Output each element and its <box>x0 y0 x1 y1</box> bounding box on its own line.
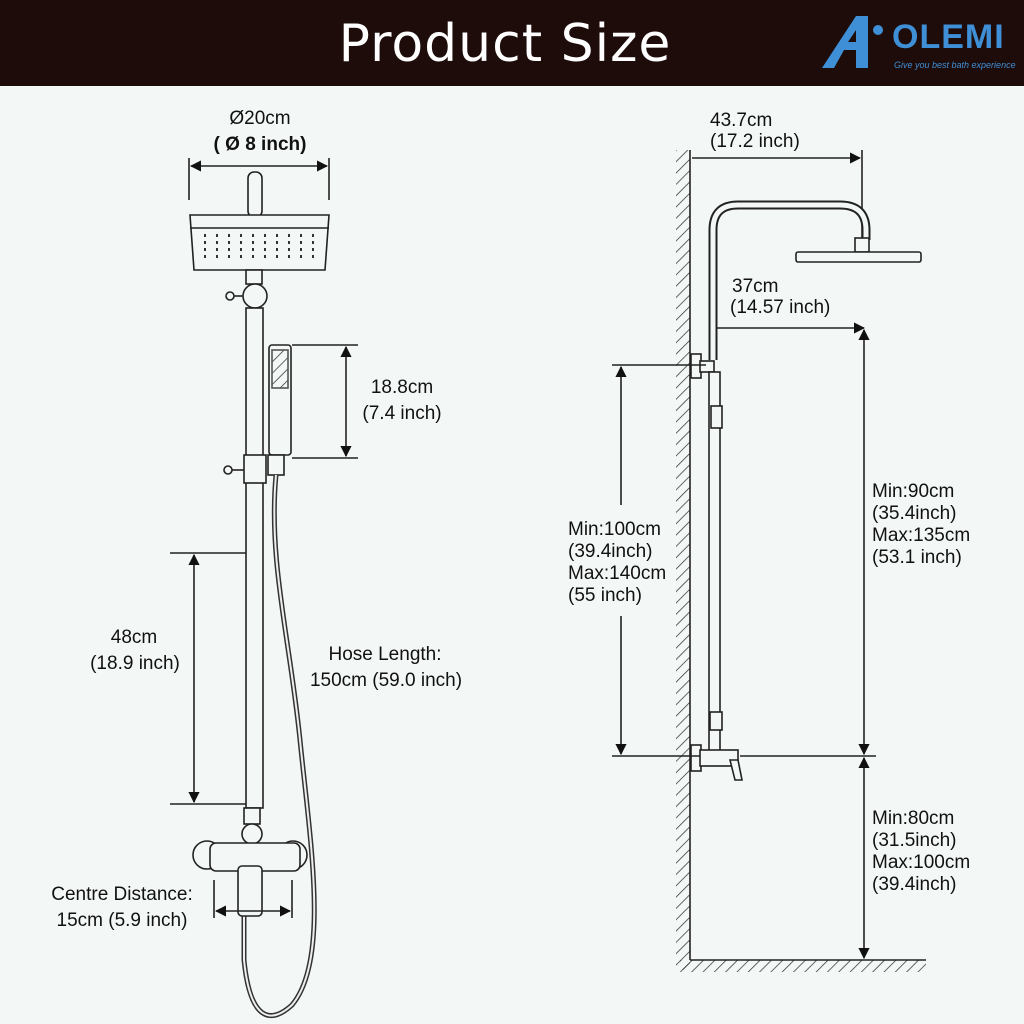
mount-max-label: Max:140cm <box>568 563 667 584</box>
floor-max-in-label: (39.4inch) <box>872 874 957 895</box>
centre-distance-value: 15cm (5.9 inch) <box>56 910 188 931</box>
handheld-in-label: (7.4 inch) <box>362 403 442 424</box>
brand-tagline: Give you best bath experience <box>894 60 1016 70</box>
brand-logo-text: OLEMI <box>892 18 1005 56</box>
pipe-max-in-label: (53.1 inch) <box>872 547 962 568</box>
pipe-min-label: Min:90cm <box>872 481 955 502</box>
centre-distance-label: Centre Distance: <box>51 884 193 905</box>
hose-length-value: 150cm (59.0 inch) <box>309 670 463 691</box>
slide-cm-label: 48cm <box>110 627 158 648</box>
pipe-max-label: Max:135cm <box>872 525 971 546</box>
brand-logo-icon <box>822 16 883 68</box>
head-diameter-in-label: ( Ø 8 inch) <box>213 134 307 155</box>
hose-length-label: Hose Length: <box>328 644 442 665</box>
page-title: Product Size <box>338 14 672 74</box>
floor-min-label: Min:80cm <box>872 808 955 829</box>
mount-min-label: Min:100cm <box>568 519 661 540</box>
head-diameter-cm-label: Ø20cm <box>229 108 291 129</box>
arm-reach-cm-label: 37cm <box>732 276 779 297</box>
slide-in-label: (18.9 inch) <box>90 653 180 674</box>
floor-max-label: Max:100cm <box>872 852 971 873</box>
arm-reach-in-label: (14.57 inch) <box>730 297 831 318</box>
arm-total-cm-label: 43.7cm <box>710 110 773 131</box>
front-view-drawing <box>170 158 358 1018</box>
floor-min-in-label: (31.5inch) <box>872 830 957 851</box>
arm-total-in-label: (17.2 inch) <box>710 131 800 152</box>
mount-max-in-label: (55 inch) <box>568 585 642 606</box>
mount-min-in-label: (39.4inch) <box>568 541 653 562</box>
pipe-min-in-label: (35.4inch) <box>872 503 957 524</box>
handheld-cm-label: 18.8cm <box>370 377 434 398</box>
side-view-drawing <box>612 150 926 972</box>
